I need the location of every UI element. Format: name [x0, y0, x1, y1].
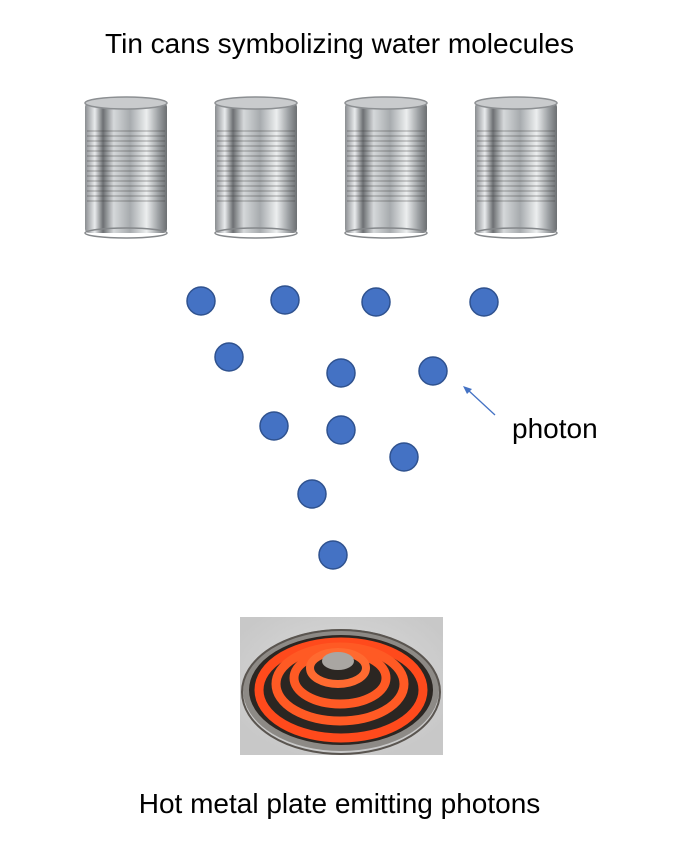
tin-can-3: [344, 96, 428, 239]
photon-dot: [318, 540, 348, 570]
tin-can-4: [474, 96, 558, 239]
hot-plate-image: [240, 617, 443, 755]
photon-arrow-head: [463, 386, 472, 394]
photon-dot: [389, 442, 419, 472]
tin-can-1: [84, 96, 168, 239]
title: Tin cans symbolizing water molecules: [105, 28, 574, 59]
photon-dot: [326, 415, 356, 445]
photon-dot: [270, 285, 300, 315]
photon-arrow: [467, 389, 496, 416]
photon-dot: [418, 356, 448, 386]
photon-dot: [214, 342, 244, 372]
photon-label: photon: [512, 413, 598, 444]
photon-dot: [361, 287, 391, 317]
photon-dot: [297, 479, 327, 509]
tin-can-2: [214, 96, 298, 239]
photon-dot: [469, 287, 499, 317]
caption: Hot metal plate emitting photons: [138, 788, 541, 819]
photon-dot: [326, 358, 356, 388]
photon-dot: [259, 411, 289, 441]
photon-dot: [186, 286, 216, 316]
